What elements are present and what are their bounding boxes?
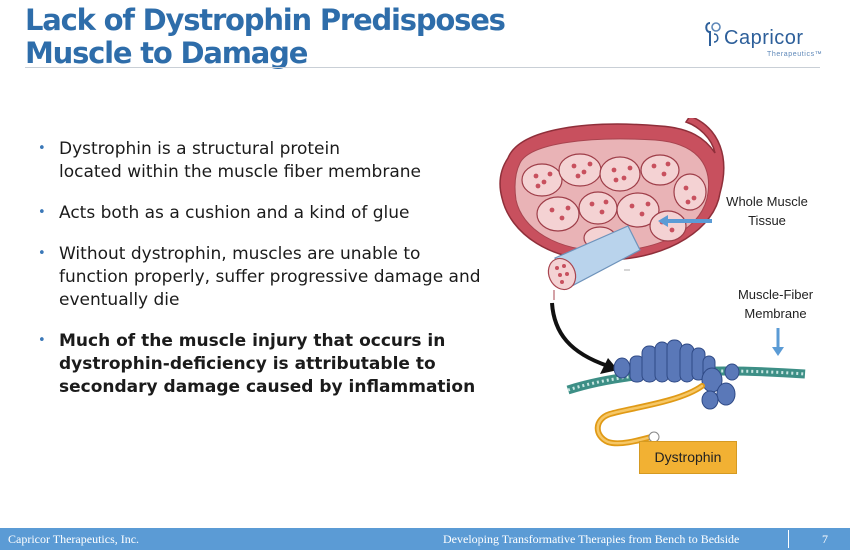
bullet-item: • Acts both as a cushion and a kind of g…	[38, 202, 493, 225]
bullet-text: Without dystrophin, muscles are unable t…	[59, 244, 481, 310]
dystrophin-label: Dystrophin	[639, 441, 737, 474]
zoom-arrow-icon	[550, 302, 618, 374]
membrane-arrow-icon	[772, 328, 784, 356]
whole-muscle-label-line-1: Whole Muscle	[726, 194, 808, 209]
muscle-fiber-label-line-1: Muscle-Fiber	[737, 287, 814, 302]
bullet-text-line-2: located within the muscle fiber membrane	[59, 162, 421, 182]
whole-muscle-label: Whole Muscle Tissue	[712, 192, 822, 230]
slide-title-line-2: Muscle to Damage	[25, 36, 308, 70]
whole-muscle-label-line-2: Tissue	[748, 213, 786, 228]
logo-wordmark: Capricor	[724, 27, 804, 49]
logo-tagline: Therapeutics™	[767, 51, 823, 58]
bullet-dot: •	[38, 246, 46, 261]
dystrophin-protein-complex	[613, 339, 740, 410]
bullet-text: Much of the muscle injury that occurs in…	[59, 331, 476, 397]
capricor-logo-mark-icon	[705, 22, 721, 46]
muscle-fiber-label-line-2: Membrane	[744, 306, 807, 321]
slide-title-line-1: Lack of Dystrophin Predisposes	[25, 3, 506, 37]
muscle-fiber-membrane-label: Muscle-Fiber Membrane	[723, 285, 828, 323]
bullet-text: Acts both as a cushion and a kind of glu…	[59, 203, 410, 223]
bullet-item: • Dystrophin is a structural protein loca…	[38, 138, 493, 184]
bullet-item: • Much of the muscle injury that occurs …	[38, 330, 493, 399]
bullet-list: • Dystrophin is a structural protein loca…	[38, 138, 493, 417]
bullet-item: • Without dystrophin, muscles are unable…	[38, 243, 493, 312]
footer-divider	[788, 530, 789, 548]
footer-bar: Capricor Therapeutics, Inc. Developing T…	[0, 528, 850, 550]
title-divider	[25, 67, 820, 68]
bullet-dot: •	[38, 141, 46, 156]
capricor-logo: Capricor Therapeutics™	[704, 17, 824, 65]
bullet-text: Dystrophin is a structural protein locate…	[59, 139, 421, 182]
bullet-text-line-1: Dystrophin is a structural protein	[59, 139, 340, 159]
bullet-dot: •	[38, 333, 46, 348]
footer-company: Capricor Therapeutics, Inc.	[8, 532, 140, 546]
dystrophin-rod	[594, 383, 705, 447]
muscle-illustration	[499, 118, 806, 447]
bullet-dot: •	[38, 205, 46, 220]
whole-muscle-tissue	[499, 118, 725, 300]
whole-muscle-arrow-icon	[658, 215, 712, 227]
slide-title: Lack of Dystrophin Predisposes Muscle to…	[25, 4, 565, 70]
footer-tagline: Developing Transformative Therapies from…	[443, 532, 740, 546]
page-number: 7	[822, 532, 828, 546]
